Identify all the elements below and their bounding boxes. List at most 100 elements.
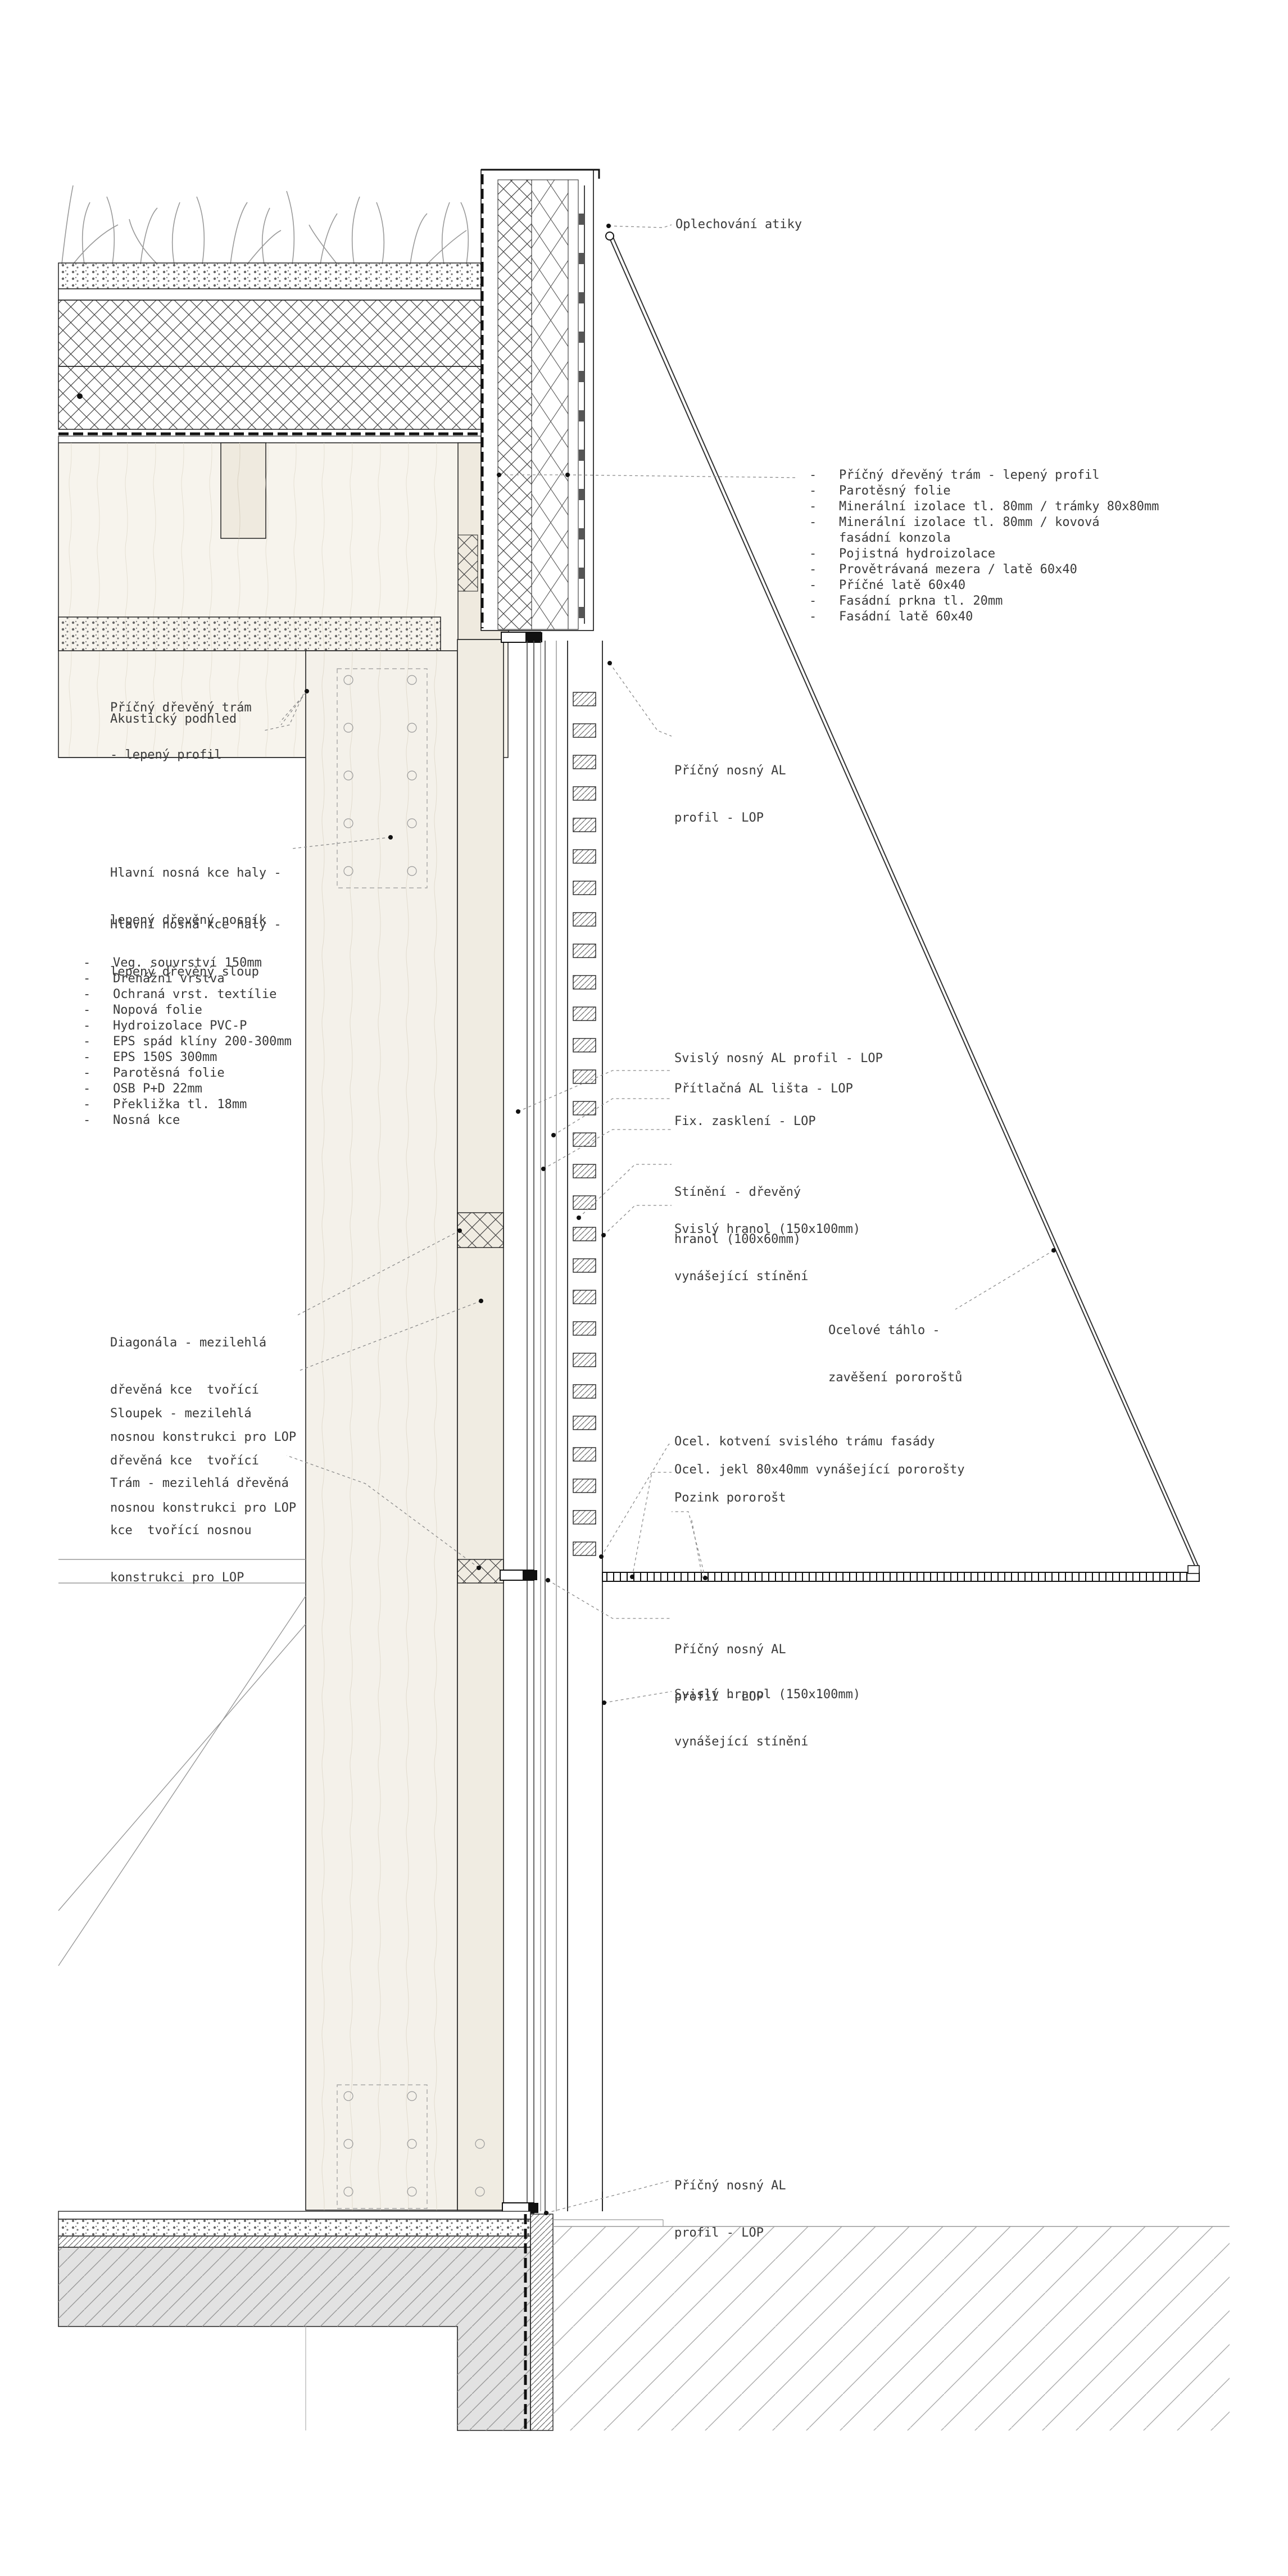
- label-pricny-al-profil-2: Příčný nosný AL profil - LOP: [674, 1611, 786, 1721]
- label-line: vynášející stínění: [674, 1735, 809, 1749]
- main-glulam-column: [305, 639, 504, 2211]
- column-bolts-bottom: [337, 2084, 485, 2209]
- shading-slats: [573, 692, 596, 1556]
- list-item: - Minerální izolace tl. 80mm / kovová: [809, 515, 1100, 529]
- label-line: Svislý hranol (150x100mm): [674, 1688, 861, 1702]
- parapet-battens: [579, 214, 584, 618]
- label-ocel-jekl: Ocel. jekl 80x40mm vynášející pororošty: [674, 1463, 965, 1477]
- list-item: - Fasádní prkna tl. 20mm: [809, 594, 1003, 608]
- label-line: Hlavní nosná kce haly -: [110, 918, 282, 932]
- label-akusticky-podhled: Akustický podhled: [110, 712, 237, 726]
- list-item: - Fasádní latě 60x40: [809, 610, 973, 624]
- label-line: profil - LOP: [674, 2226, 764, 2240]
- label-line: kce tvořící nosnou: [110, 1523, 252, 1538]
- label-line: Příčný nosný AL: [674, 2179, 786, 2193]
- shading-slat: [573, 1069, 596, 1084]
- label-svisly-al-profil: Svislý nosný AL profil - LOP: [674, 1051, 883, 1065]
- label-line: Ocelové táhlo -: [828, 1323, 940, 1337]
- list-item: - Příčný dřevěný trám - lepený profil: [809, 468, 1100, 482]
- shading-slat: [573, 755, 596, 769]
- label-line: profil - LOP: [674, 811, 764, 825]
- shading-slat: [573, 1227, 596, 1241]
- label-line: dřevěná kce tvořící: [110, 1454, 259, 1468]
- bottom-connections: [502, 2192, 603, 2214]
- label-roof-layers: - Veg. souvrství 150mm- Drenážní vrstva-…: [83, 955, 292, 1128]
- shading-slat: [573, 818, 596, 832]
- shading-slat: [573, 1290, 596, 1304]
- shading-slat: [573, 975, 596, 990]
- label-pricny-al-profil-3: Příčný nosný AL profil - LOP: [674, 2147, 786, 2257]
- list-item: - Pojistná hydroizolace: [809, 547, 996, 561]
- shading-slat: [573, 1479, 596, 1493]
- shading-slat: [573, 692, 596, 706]
- label-line: nosnou konstrukci pro LOP: [110, 1430, 297, 1444]
- label-pricny-al-profil-1: Příčný nosný AL profil - LOP: [674, 732, 786, 842]
- label-line: Příčný nosný AL: [674, 764, 786, 778]
- parapet: [480, 169, 600, 643]
- interior-structure-lines: [58, 1559, 306, 1966]
- shading-slat: [573, 1541, 596, 1556]
- label-line: Trám - mezilehlá dřevěná: [110, 1476, 289, 1490]
- list-item: - Provětrávaná mezera / latě 60x40: [809, 563, 1077, 577]
- label-line: - lepený profil: [110, 748, 222, 762]
- list-item: - Nosná kce: [83, 1113, 180, 1127]
- shading-slat: [573, 881, 596, 895]
- label-ocelove-tahlo: Ocelové táhlo - zavěšení pororoštů: [828, 1291, 962, 1402]
- label-pritlacna-lista: Přítlačná AL lišta - LOP: [674, 1082, 853, 1096]
- label-line: nosnou konstrukci pro LOP: [110, 1501, 297, 1515]
- label-line: konstrukci pro LOP: [110, 1571, 244, 1585]
- diagonal-section: [457, 1212, 504, 1248]
- shading-slat: [573, 1101, 596, 1115]
- shading-slat: [573, 1006, 596, 1021]
- list-item: - Ochraná vrst. textílie: [83, 987, 277, 1001]
- shading-slat: [573, 1132, 596, 1147]
- steel-tension-rod: [605, 232, 1199, 1566]
- label-oplechovani-atiky: Oplechování atiky: [675, 217, 802, 232]
- shading-slat: [573, 1510, 596, 1525]
- roof-beam-zone: [58, 442, 509, 758]
- shading-slat: [573, 944, 596, 958]
- list-item: fasádní konzola: [809, 531, 951, 545]
- shading-slat: [573, 849, 596, 864]
- list-item: - Překližka tl. 18mm: [83, 1097, 247, 1112]
- label-svisly-hranol-2: Svislý hranol (150x100mm) vynášející stí…: [674, 1656, 860, 1766]
- shading-slat: [573, 1038, 596, 1053]
- label-pricny-dreveny-tram: Příčný dřevěný trám - lepený profil: [110, 669, 252, 779]
- leader-dots: [305, 224, 1056, 2215]
- leader-lines: [264, 224, 1054, 2214]
- label-line: Diagonála - mezilehlá: [110, 1336, 267, 1350]
- label-line: Sloupek - mezilehlá: [110, 1407, 252, 1421]
- label-line: lepený dřevěný nosník: [110, 913, 267, 927]
- list-item: - Drenážní vrstva: [83, 972, 225, 986]
- shading-slat: [573, 786, 596, 801]
- label-line: zavěšení pororoštů: [828, 1371, 963, 1385]
- label-line: vynášející stínění: [674, 1269, 809, 1284]
- grating-walkway: [500, 1565, 1200, 1582]
- label-tram-mezilehla: Trám - mezilehlá dřevěná kce tvořící nos…: [110, 1444, 289, 1602]
- shading-slat: [573, 1164, 596, 1178]
- green-roof: [58, 185, 482, 443]
- label-line: Hlavní nosná kce haly -: [110, 866, 282, 880]
- label-line: dřevěná kce tvořící: [110, 1383, 259, 1397]
- label-roof-edge-layers: - Příčný dřevěný trám - lepený profil - P…: [809, 468, 1159, 625]
- list-item: - Příčné latě 60x40: [809, 578, 966, 592]
- label-ocel-kotveni: Ocel. kotvení svislého trámu fasády: [674, 1435, 935, 1449]
- shading-slat: [573, 1384, 596, 1399]
- label-line: Příčný dřevěný trám: [110, 701, 252, 715]
- grating-ticks: [606, 1572, 1187, 1581]
- shading-slat: [573, 1447, 596, 1462]
- list-item: - EPS 150S 300mm: [83, 1050, 217, 1064]
- shading-slat: [573, 1416, 596, 1430]
- label-line: hranol (100x60mm): [674, 1232, 801, 1246]
- shading-slat: [573, 723, 596, 738]
- list-item: - EPS spád klíny 200-300mm: [83, 1035, 292, 1049]
- label-sloupek: Sloupek - mezilehlá dřevěná kce tvořící …: [110, 1375, 296, 1532]
- shading-slat: [573, 912, 596, 927]
- list-item: - OSB P+D 22mm: [83, 1082, 202, 1096]
- label-line: profil - LOP: [674, 1690, 764, 1704]
- list-item: - Parotěsná folie: [83, 1066, 225, 1080]
- label-line: Příčný nosný AL: [674, 1643, 786, 1657]
- label-line: Stínění - dřevěný: [674, 1185, 801, 1199]
- list-item: - Parotěsný folie: [809, 484, 951, 498]
